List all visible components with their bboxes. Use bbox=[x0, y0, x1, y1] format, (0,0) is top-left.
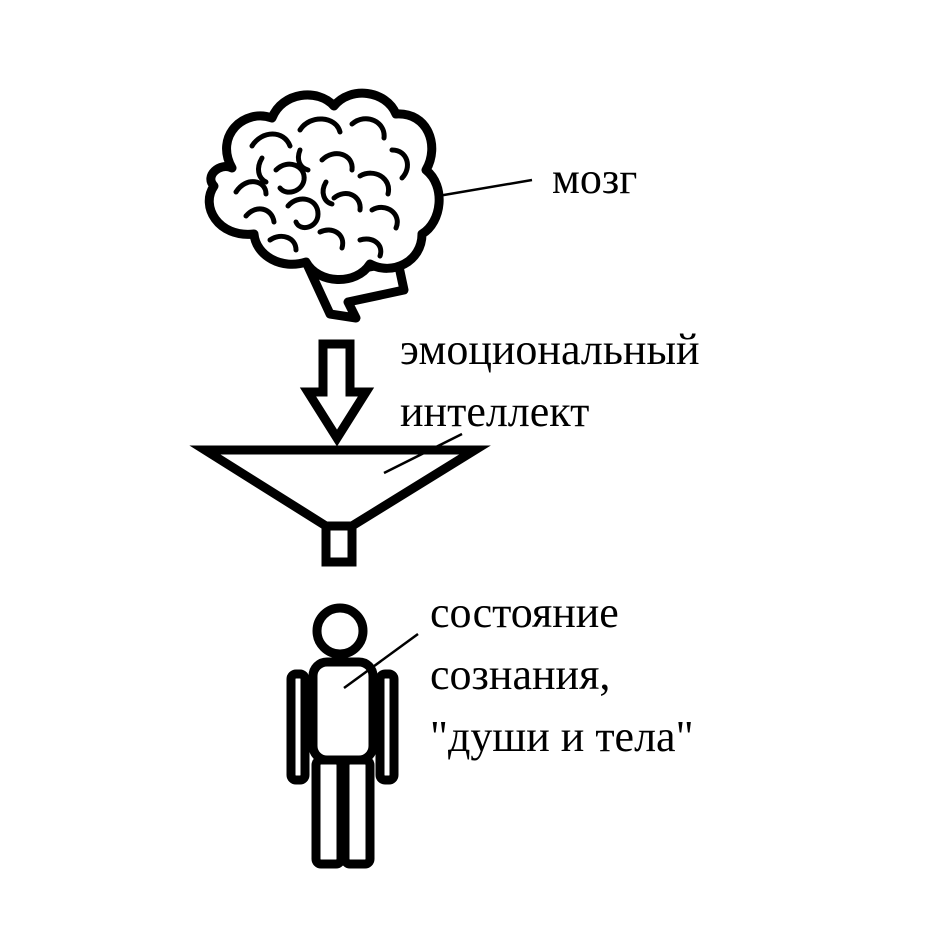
person-torso bbox=[308, 657, 378, 765]
funnel-leader-line bbox=[383, 432, 463, 475]
funnel-icon bbox=[189, 445, 491, 567]
person-icon bbox=[286, 603, 399, 869]
funnel-spout bbox=[321, 521, 357, 567]
emotional-intelligence-line-1: эмоциональный bbox=[400, 325, 700, 374]
brain-icon bbox=[204, 88, 444, 323]
state-line-2: сознания, bbox=[430, 650, 611, 699]
state-line-3: "души и тела" bbox=[430, 712, 694, 761]
person-left-arm bbox=[286, 669, 310, 785]
brain-label-text: мозг bbox=[552, 154, 638, 203]
emotional-intelligence-label: эмоциональный интеллект bbox=[400, 319, 700, 443]
person-right-leg bbox=[340, 755, 375, 869]
brain-folds bbox=[233, 116, 410, 259]
person-leader-line bbox=[343, 632, 419, 690]
brain-label: мозг bbox=[552, 148, 637, 210]
brain-leader-line bbox=[437, 178, 533, 198]
state-label: состояние сознания, "души и тела" bbox=[430, 582, 694, 768]
emotional-intelligence-line-2: интеллект bbox=[400, 387, 590, 436]
person-right-arm bbox=[375, 669, 399, 785]
person-left-leg bbox=[311, 755, 346, 869]
arrow-down-icon bbox=[299, 339, 375, 447]
state-line-1: состояние bbox=[430, 588, 619, 637]
person-head bbox=[312, 603, 368, 659]
funnel-cone bbox=[189, 445, 491, 531]
